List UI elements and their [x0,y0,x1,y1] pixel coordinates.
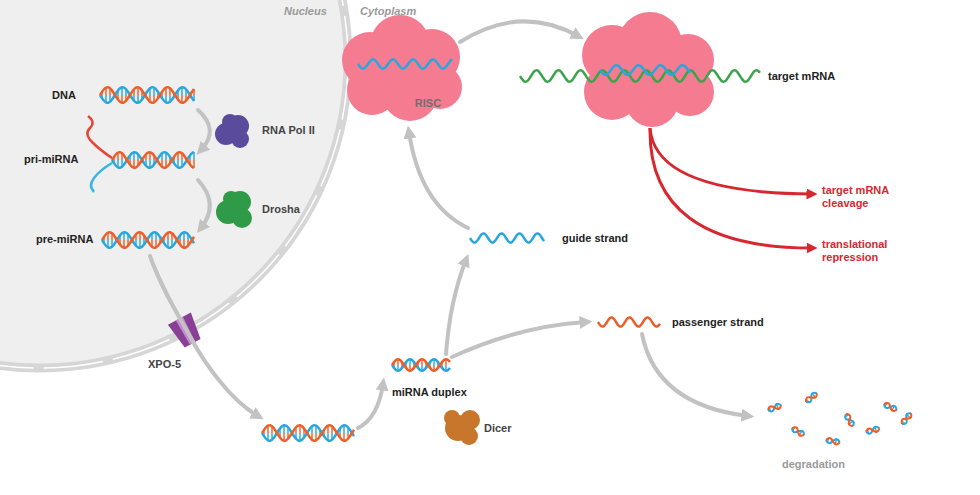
outcome-label: target mRNA cleavage [822,184,906,210]
molecule-label: pre-miRNA [36,233,93,246]
rna-fragment [883,401,898,412]
rna-pol-ii-blob [215,114,249,148]
rna-strand [804,391,818,404]
drosha-blob [216,191,252,228]
rna-strand [392,359,450,370]
molecule-label: guide strand [562,232,628,245]
rna-strand [900,412,913,426]
rna-strand [262,425,354,441]
process-label: degradation [782,458,845,471]
rna-fragment [900,411,913,425]
enzyme-label: Drosha [262,203,300,216]
rna-strand [100,87,194,103]
rna-strand [767,403,782,413]
enzyme-label: Dicer [484,422,512,435]
rna-strand [392,359,450,370]
enzyme-label: RNA Pol II [262,124,315,137]
nucleus-region-outline [0,0,352,372]
molecule-label: passenger strand [672,316,764,329]
compartment-label: Cytoplasm [360,5,416,18]
rna-strand [900,412,913,426]
rna-strand [826,437,841,445]
rna-fragment [804,391,818,404]
rna-strand [791,426,806,438]
rna-strand [791,426,806,438]
rna-strands [100,59,913,445]
rna-fragment [825,437,840,445]
rna-strand [102,232,194,248]
outcome-label: translational repression [822,238,906,264]
molecule-label: DNA [52,89,76,102]
compartment-label: Nucleus [284,5,327,18]
rna-fragment [843,413,855,428]
rna-strand [598,317,660,326]
nucleus-region: Nucleus [0,0,352,372]
rna-strand [100,87,194,103]
molecule-label: target mRNA [768,70,835,83]
rna-strand [865,426,880,435]
rna-strand [883,402,898,413]
dicer-blob [444,410,480,445]
rna-fragment [791,425,806,437]
molecule-label: pri-miRNA [24,153,78,166]
rna-strand [767,403,782,413]
rna-strand [883,402,898,413]
rna-strand [865,426,880,435]
rna-strand [102,232,194,248]
rna-strand [804,391,818,404]
rna-strand [844,413,856,428]
process-arrow [150,21,748,428]
rna-strand [112,152,194,168]
rna-fragment [865,426,880,435]
pri-mirna-tail [87,116,112,158]
outcome-arrow [650,128,812,248]
rna-strand [600,65,690,74]
pri-mirna-tail [91,163,112,192]
rna-strand [844,413,856,428]
molecule-label: miRNA duplex [392,386,467,399]
rna-strand [358,59,452,68]
rna-strand [112,152,194,168]
rna-strand [520,70,760,81]
protein-label: XPO-5 [148,358,181,371]
rna-fragment [767,402,782,412]
rna-strand [826,437,841,445]
rna-strand [470,233,544,242]
rna-strand [262,425,354,441]
complex-label: RISC [415,97,441,110]
